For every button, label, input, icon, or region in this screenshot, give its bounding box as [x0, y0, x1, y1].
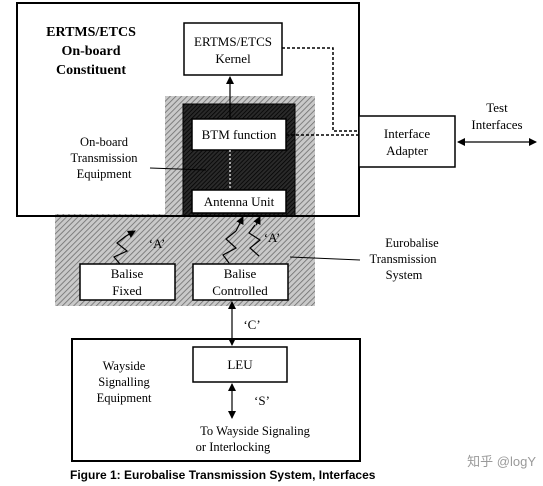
obte-pointer-line — [149, 167, 207, 171]
eurobalise-line-3: System — [386, 268, 423, 282]
balise-fixed-box — [79, 263, 176, 301]
balise-controlled-line-2: Controlled — [212, 283, 268, 298]
test-interfaces-line-1: Test — [486, 100, 508, 115]
wayside-line-2: Signalling — [98, 375, 150, 389]
balise-fixed-line-2: Fixed — [112, 283, 142, 298]
eurobalise-line-1: Eurobalise — [385, 236, 439, 250]
obte-line-1: On-board — [80, 135, 129, 149]
test-interfaces-line-2: Interfaces — [471, 117, 522, 132]
airgap-label-right: ‘A’ — [264, 230, 281, 245]
btm-function-box — [191, 118, 287, 151]
wayside-line-1: Wayside — [103, 359, 146, 373]
obte-line-2: Transmission — [71, 151, 139, 165]
to-wayside-line-2: or Interlocking — [196, 440, 271, 454]
eurobalise-line-2: Transmission — [370, 252, 438, 266]
airgap-arrow-right — [235, 216, 244, 232]
balise-controlled-box — [192, 263, 289, 301]
antenna-unit-label: Antenna Unit — [204, 194, 275, 209]
leu-label: LEU — [227, 357, 253, 372]
balise-fixed-line-1: Balise — [111, 266, 144, 281]
airgap-label-left: ‘A’ — [149, 236, 166, 251]
balise-controlled-line-1: Balise — [224, 266, 257, 281]
obte-line-3: Equipment — [77, 167, 132, 181]
airgap-zigzag-right — [222, 230, 238, 264]
c-interface-label: ‘C’ — [243, 317, 260, 332]
leu-box — [192, 346, 288, 383]
to-wayside-line-1: To Wayside Signaling — [200, 424, 310, 438]
kernel-adapter-dashed-line — [282, 47, 359, 132]
interface-adapter-line-1: Interface — [384, 126, 430, 141]
onboard-constituent-box — [16, 2, 360, 217]
antenna-unit-box — [191, 189, 287, 214]
kernel-box — [183, 22, 283, 76]
onboard-title-line-3: Constituent — [56, 63, 126, 78]
btm-function-label: BTM function — [202, 127, 277, 142]
figure-caption: Figure 1: Eurobalise Transmission System… — [70, 468, 376, 482]
wayside-line-3: Equipment — [97, 391, 152, 405]
onboard-title-line-2: On-board — [61, 44, 120, 59]
watermark: 知乎 @logY — [467, 454, 536, 469]
kernel-line-2: Kernel — [215, 51, 251, 66]
onboard-title-line-1: ERTMS/ETCS — [46, 25, 136, 40]
interface-adapter-line-2: Adapter — [386, 143, 429, 158]
airgap-zigzag-left — [113, 235, 129, 265]
airgap-arrow-up — [253, 216, 261, 226]
interface-adapter-box — [358, 115, 456, 168]
airgap-arrow-left — [125, 230, 136, 238]
airgap-zigzag-up — [248, 224, 262, 257]
kernel-line-1: ERTMS/ETCS — [194, 34, 272, 49]
wayside-box — [71, 338, 361, 462]
s-interface-label: ‘S’ — [254, 393, 270, 408]
eurobalise-pointer-line — [289, 256, 361, 261]
